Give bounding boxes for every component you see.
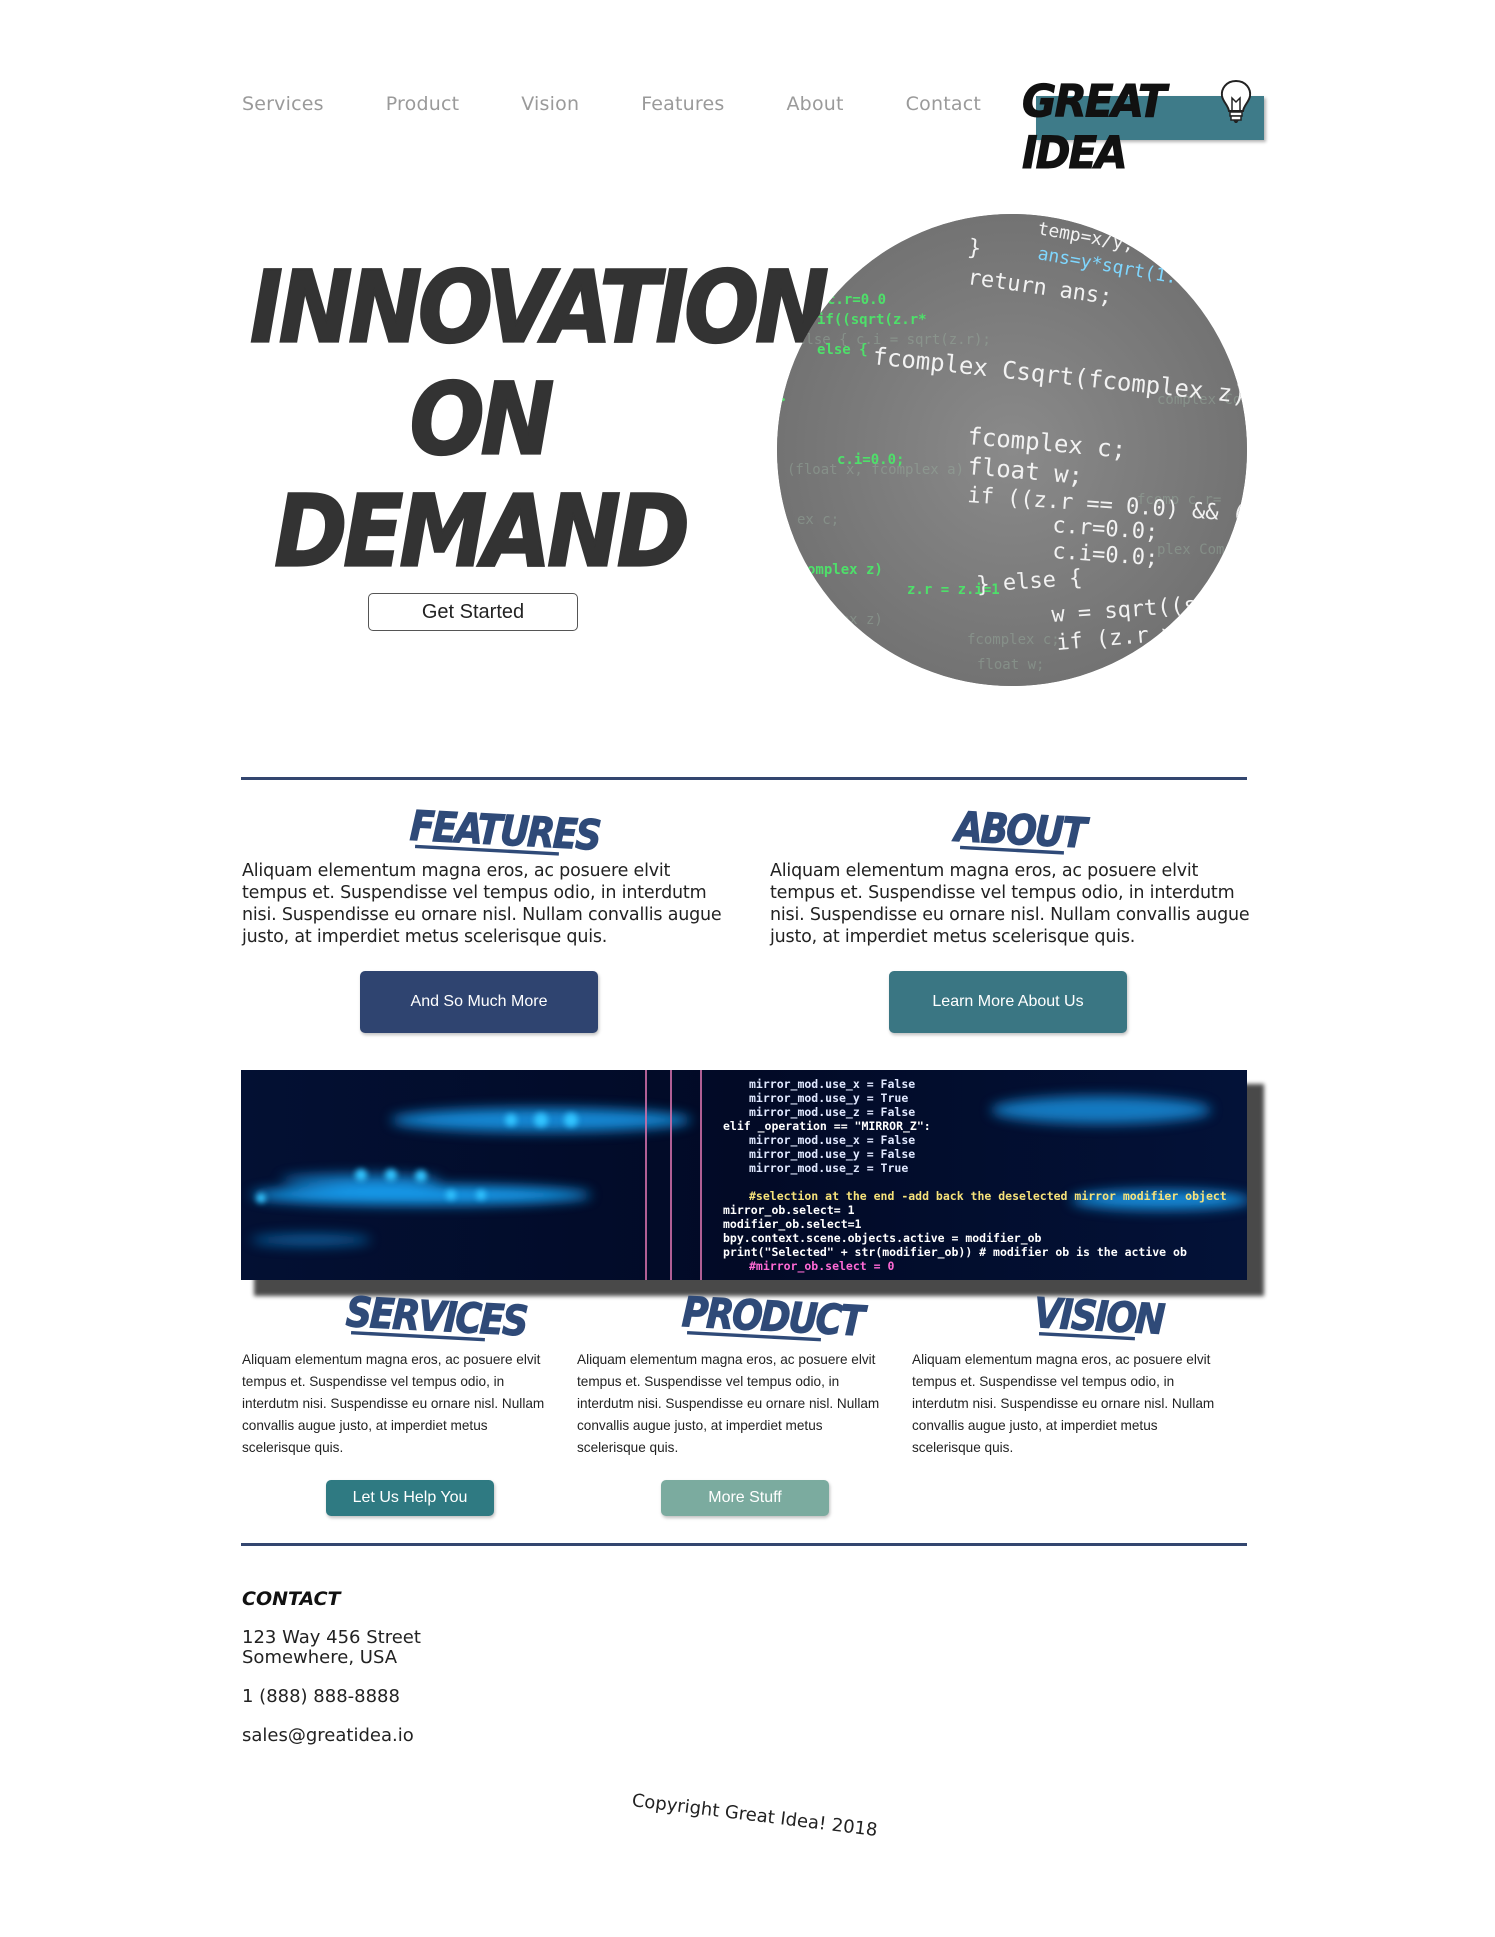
features-heading: FEATURES [408,802,601,860]
hero-title-line-2: ON [409,361,555,478]
banner-code-line-11: bpy.context.scene.objects.active = modif… [723,1231,1042,1246]
nav-features[interactable]: Features [641,93,725,115]
svg-text:fcomp c.r=: fcomp c.r= [1137,492,1221,508]
banner-code-line-3: mirror_mod.use_z = False [749,1105,915,1120]
svg-text:else {: else { [817,342,868,358]
banner-code-line-9: mirror_ob.select= 1 [723,1203,855,1218]
vision-heading: VISION [1032,1290,1165,1345]
hero-code-image: else { c.i = sqrt(z.r); complex Comp (fl… [777,214,1247,686]
hero-title-line-1: INNOVATION [249,249,830,366]
contact-address-line1: 123 Way 456 Street [242,1627,421,1648]
nav-services[interactable]: Services [242,93,324,115]
hero-title-line-3: DEMAND [273,473,691,590]
nav-contact[interactable]: Contact [905,93,981,115]
vision-text: Aliquam elementum magna eros, ac posuere… [912,1352,1215,1455]
banner-code-line-7: mirror_mod.use_z = True [749,1161,908,1176]
product-heading: PRODUCT [680,1289,864,1347]
code-line-2: } [966,235,983,262]
svg-text:omplex z): omplex z) [807,612,883,628]
features-text: Aliquam elementum magna eros, ac posuere… [242,861,722,947]
get-started-button[interactable]: Get Started [368,593,578,631]
services-text: Aliquam elementum magna eros, ac posuere… [242,1352,545,1455]
svg-text:plex Com: plex Com [1157,542,1224,558]
copyright-text: Copyright Great Idea! 2018 [630,1790,879,1842]
contact-email[interactable]: sales@greatidea.io [242,1725,414,1746]
svg-text:c.i=0.0;: c.i=0.0; [837,452,904,468]
divider-bottom [241,1543,1247,1546]
contact-heading: CONTACT [242,1588,341,1610]
banner-code-line-6: mirror_mod.use_y = False [749,1147,915,1162]
banner-code-line-10: modifier_ob.select=1 [723,1217,862,1232]
logo[interactable]: GREAT IDEA [1022,75,1272,179]
and-so-much-more-button[interactable]: And So Much More [360,971,598,1033]
top-nav: Services Product Vision Features About C… [242,93,1043,115]
banner-code-line-13: #mirror_ob.select = 0 [749,1259,894,1274]
about-heading: ABOUT [953,804,1086,859]
logo-text: GREAT IDEA [1022,75,1168,179]
divider-top [241,777,1247,780]
lightbulb-icon [1220,79,1252,123]
product-text: Aliquam elementum magna eros, ac posuere… [577,1352,880,1455]
nav-product[interactable]: Product [385,93,460,115]
contact-address-line2: Somewhere, USA [242,1647,398,1668]
svg-text:if((sqrt(z.r*: if((sqrt(z.r* [817,312,927,328]
let-us-help-you-button[interactable]: Let Us Help You [326,1480,494,1516]
code-banner-image: mirror_mod.use_x = False mirror_mod.use_… [241,1070,1247,1280]
banner-code-line-5: mirror_mod.use_x = False [749,1133,915,1148]
svg-text:else { c.i = sqrt(z.r);: else { c.i = sqrt(z.r); [797,332,991,348]
svg-text:c.r=0.0: c.r=0.0 [827,292,886,308]
hero-title: INNOVATION ON DEMAND [249,249,830,590]
svg-text:omplex z): omplex z) [807,562,883,578]
banner-code-line-1: mirror_mod.use_x = False [749,1077,915,1092]
services-heading: SERVICES [344,1289,528,1347]
svg-text:>: > [777,392,785,408]
svg-text:(float x, fcomplex a): (float x, fcomplex a) [787,462,964,478]
svg-text:fcomplex c;: fcomplex c; [967,632,1060,648]
learn-more-about-us-button[interactable]: Learn More About Us [889,971,1127,1033]
svg-text:z.r = z.i=1: z.r = z.i=1 [907,582,1000,598]
about-text: Aliquam elementum magna eros, ac posuere… [770,861,1250,947]
banner-code-line-2: mirror_mod.use_y = True [749,1091,908,1106]
svg-text:float w;: float w; [977,657,1044,673]
contact-phone: 1 (888) 888-8888 [242,1686,400,1707]
svg-text:ex c;: ex c; [797,512,839,528]
hero-code-art: else { c.i = sqrt(z.r); complex Comp (fl… [777,214,1247,686]
banner-code-line-4: elif _operation == "MIRROR_Z": [723,1119,931,1134]
banner-code-art: mirror_mod.use_x = False mirror_mod.use_… [241,1070,1247,1280]
banner-code-line-12: print("Selected" + str(modifier_ob)) # m… [723,1245,1187,1260]
banner-code-line-8: #selection at the end -add back the dese… [749,1189,1227,1203]
nav-about[interactable]: About [786,93,844,115]
nav-vision[interactable]: Vision [521,93,580,115]
more-stuff-button[interactable]: More Stuff [661,1480,829,1516]
svg-text:complex Comp: complex Comp [1157,392,1247,408]
